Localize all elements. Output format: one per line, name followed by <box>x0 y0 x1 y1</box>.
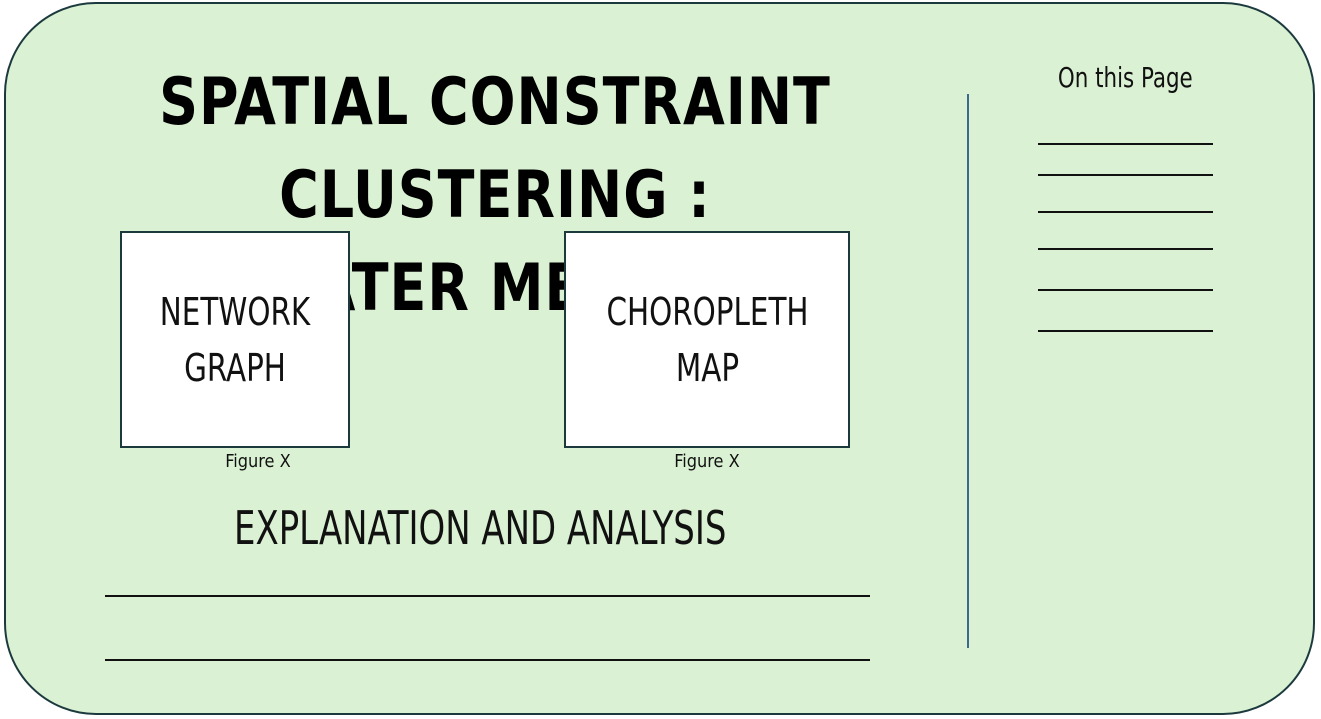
choropleth-map-caption: Figure X <box>674 451 740 472</box>
sidebar-toc-line[interactable] <box>1038 248 1213 250</box>
network-graph-label: NETWORK GRAPH <box>159 289 311 390</box>
network-graph-placeholder: NETWORK GRAPH <box>120 231 350 448</box>
sidebar-toc-line[interactable] <box>1038 289 1213 291</box>
choropleth-map-label-line-1: CHOROPLETH <box>605 289 809 334</box>
sidebar-toc-line[interactable] <box>1038 174 1213 176</box>
sidebar-title: On this Page <box>1057 61 1193 94</box>
sidebar-toc-line[interactable] <box>1038 211 1213 213</box>
network-graph-caption: Figure X <box>225 451 291 472</box>
page-title-line-1: SPATIAL CONSTRAINT CLUSTERING : <box>159 64 831 234</box>
sidebar-toc-line[interactable] <box>1038 330 1213 332</box>
sidebar-divider <box>967 94 969 648</box>
explanation-text-line <box>105 595 870 597</box>
choropleth-map-placeholder: CHOROPLETH MAP <box>564 231 850 448</box>
explanation-text-line <box>105 659 870 661</box>
explanation-heading: EXPLANATION AND ANALYSIS <box>233 501 727 555</box>
sidebar-toc-line[interactable] <box>1038 143 1213 145</box>
choropleth-map-label-line-2: MAP <box>675 345 739 390</box>
